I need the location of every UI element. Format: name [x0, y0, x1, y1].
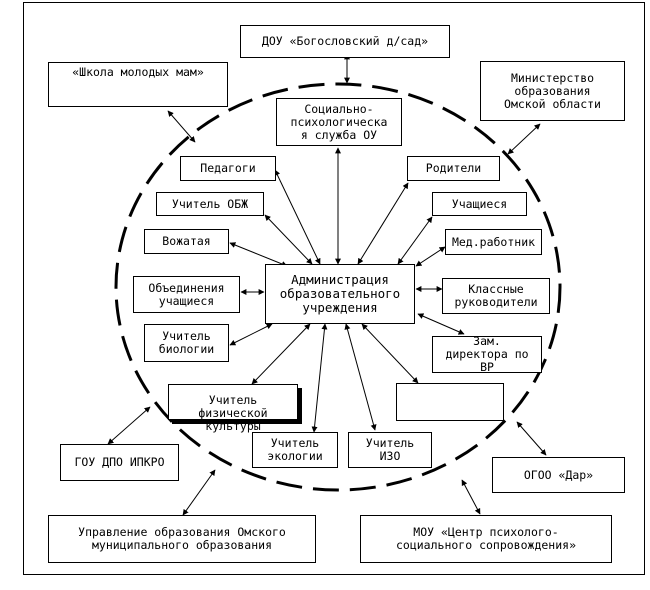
- link-vozhataya-admin: [229, 242, 288, 267]
- link-ipkro-circle: [107, 406, 151, 445]
- dashed-boundary-circle: [114, 82, 562, 492]
- node-dou: ДОУ «Богословский д/сад»: [240, 25, 450, 58]
- node-blank: [396, 383, 504, 421]
- node-admin: Администрация образовательного учреждени…: [265, 264, 415, 324]
- link-medrab-admin: [415, 246, 446, 267]
- link-biology-admin: [229, 323, 273, 346]
- node-shkola: «Школа молодых мам»: [48, 62, 228, 107]
- node-zamdir: Зам. директора по ВР: [432, 336, 542, 373]
- node-physcult: Учитель физической культуры: [168, 384, 298, 433]
- link-blank-admin: [361, 323, 419, 384]
- node-upravlenie: Управление образования Омского муниципал…: [48, 515, 316, 563]
- node-ogoo: ОГОО «Дар»: [492, 457, 625, 493]
- node-obedineniya: Объединения учащиеся: [133, 276, 240, 313]
- diagram-frame: [23, 2, 645, 575]
- link-obzh-admin: [264, 214, 313, 265]
- link-uchashiesya-admin: [397, 216, 433, 265]
- node-uchashiesya: Учащиеся: [432, 192, 527, 216]
- link-izo-admin: [344, 323, 377, 431]
- node-izo: Учитель ИЗО: [348, 432, 432, 468]
- node-medrab: Мед.работник: [445, 229, 542, 255]
- node-ecology: Учитель экологии: [252, 432, 338, 468]
- link-physcult-admin: [251, 323, 311, 385]
- node-mou: МОУ «Центр психолого- социального сопров…: [360, 515, 612, 563]
- link-shkola-circle: [167, 110, 196, 143]
- node-social: Социально- психологическа я служба ОУ: [276, 98, 402, 146]
- node-obzh: Учитель ОБЖ: [156, 192, 264, 216]
- link-roditeli-admin: [357, 182, 409, 265]
- node-vozhataya: Вожатая: [144, 229, 229, 254]
- node-klassnye: Классные руководители: [442, 278, 550, 314]
- node-ministry: Министерство образования Омской области: [480, 61, 625, 121]
- node-roditeli: Родители: [407, 156, 500, 181]
- link-upravlenie-circle: [182, 469, 216, 516]
- link-mou-circle: [461, 479, 481, 515]
- node-ipkro: ГОУ ДПО ИПКРО: [60, 444, 179, 481]
- node-pedagogi: Педагоги: [180, 156, 276, 181]
- link-ministry-circle: [507, 123, 541, 155]
- link-ogoo-circle: [516, 421, 547, 456]
- link-ecology-admin: [311, 323, 328, 433]
- link-pedagogi-admin: [274, 169, 321, 265]
- node-biology: Учитель биологии: [144, 324, 229, 362]
- link-zamdir-admin: [417, 313, 465, 335]
